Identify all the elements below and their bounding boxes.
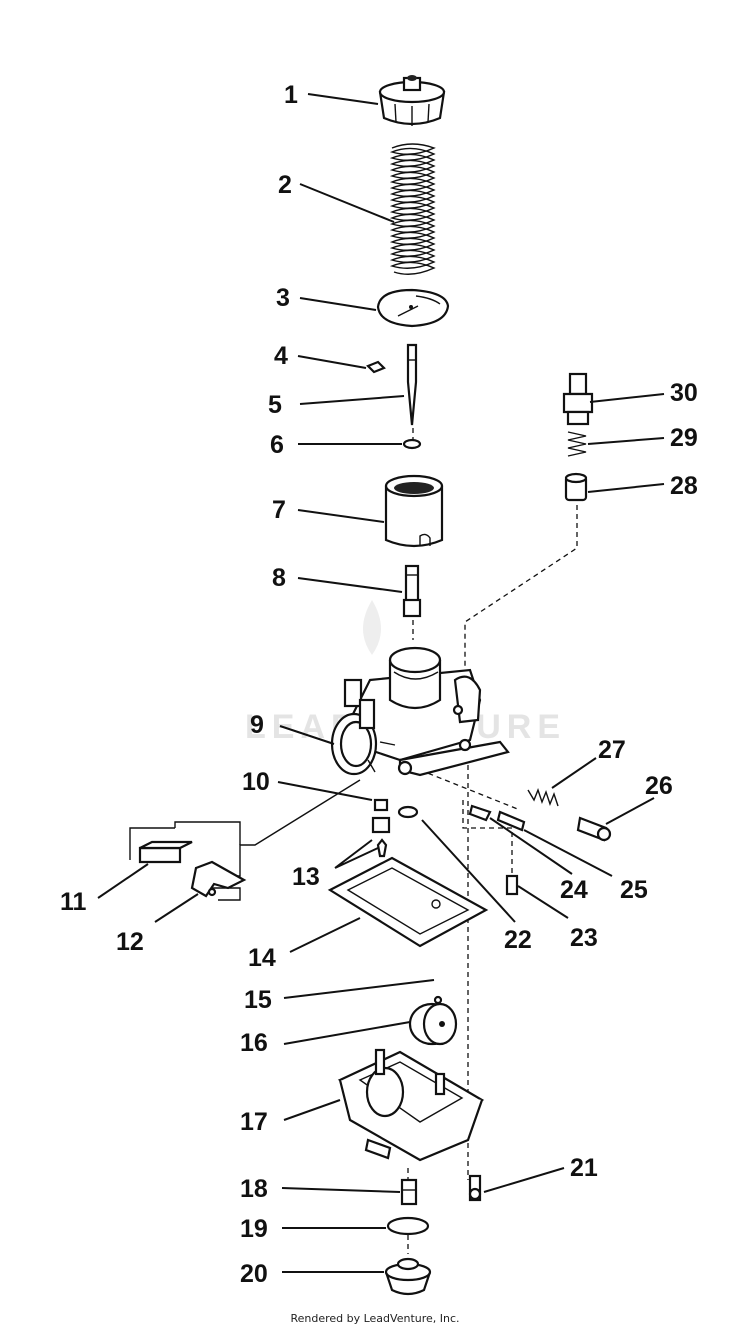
part-20-cap-nut: [384, 1257, 432, 1296]
part-9-carburetor-body: [330, 646, 510, 777]
part-15-needle-seat: [433, 995, 443, 1005]
part-26-pilot-screw: [576, 816, 612, 842]
part-11-bracket: [138, 840, 193, 864]
callout-9: 9: [250, 711, 264, 739]
callout-7: 7: [272, 496, 286, 524]
part-6-washer: [402, 438, 422, 450]
callout-19: 19: [240, 1215, 268, 1243]
callout-1: 1: [284, 81, 298, 109]
part-27-spring: [527, 787, 559, 807]
callout-3: 3: [276, 284, 290, 312]
callout-4: 4: [274, 342, 288, 370]
part-16-float: [408, 1002, 458, 1046]
callout-20: 20: [240, 1260, 268, 1288]
callout-15: 15: [244, 986, 272, 1014]
part-30-fitting: [562, 372, 594, 426]
callout-23: 23: [570, 924, 598, 952]
footer-credit: Rendered by LeadVenture, Inc.: [290, 1312, 460, 1325]
callout-2: 2: [278, 171, 292, 199]
callout-5: 5: [268, 391, 282, 419]
part-10-pilot-jet: [373, 798, 389, 812]
part-24-spring: [468, 804, 492, 822]
callout-11: 11: [60, 888, 87, 916]
callout-22: 22: [504, 926, 532, 954]
part-14-gasket: [327, 856, 489, 948]
part-13-main-jet: [371, 816, 391, 858]
callout-12: 12: [116, 928, 144, 956]
callout-10: 10: [242, 768, 270, 796]
callout-8: 8: [272, 564, 286, 592]
part-28-sleeve: [564, 472, 588, 502]
part-19-o-ring: [386, 1216, 430, 1236]
part-18-drain-plug: [400, 1178, 418, 1206]
part-3-plate: [376, 288, 450, 328]
callout-13: 13: [292, 863, 320, 891]
part-17-float-bowl: [337, 1048, 485, 1162]
callout-26: 26: [645, 772, 673, 800]
callout-25: 25: [620, 876, 648, 904]
part-29-spring: [567, 431, 587, 457]
part-12-clip: [190, 860, 247, 898]
part-2-spring: [389, 143, 436, 275]
callout-21: 21: [570, 1154, 598, 1182]
leader-lines: [97, 93, 665, 1273]
callout-24: 24: [560, 876, 588, 904]
callout-18: 18: [240, 1175, 268, 1203]
part-21-screw: [468, 1174, 482, 1202]
part-8-jet: [402, 564, 422, 618]
callout-14: 14: [248, 944, 276, 972]
callout-29: 29: [670, 424, 698, 452]
callout-6: 6: [270, 431, 284, 459]
callout-30: 30: [670, 379, 698, 407]
part-22-washer: [397, 805, 419, 819]
callout-numbers: 1 2 3 4 5 6 7 8 9 10 11 12 13 14 15 16 1…: [60, 81, 698, 1288]
part-5-needle: [406, 343, 418, 426]
callout-27: 27: [598, 736, 626, 764]
part-7-slide: [384, 474, 444, 548]
part-4-clip: [366, 360, 386, 374]
part-25-pin: [496, 810, 526, 832]
callout-16: 16: [240, 1029, 268, 1057]
callout-17: 17: [240, 1108, 268, 1136]
part-23-screw: [505, 874, 519, 896]
callout-28: 28: [670, 472, 698, 500]
part-1-cap: [378, 75, 446, 126]
